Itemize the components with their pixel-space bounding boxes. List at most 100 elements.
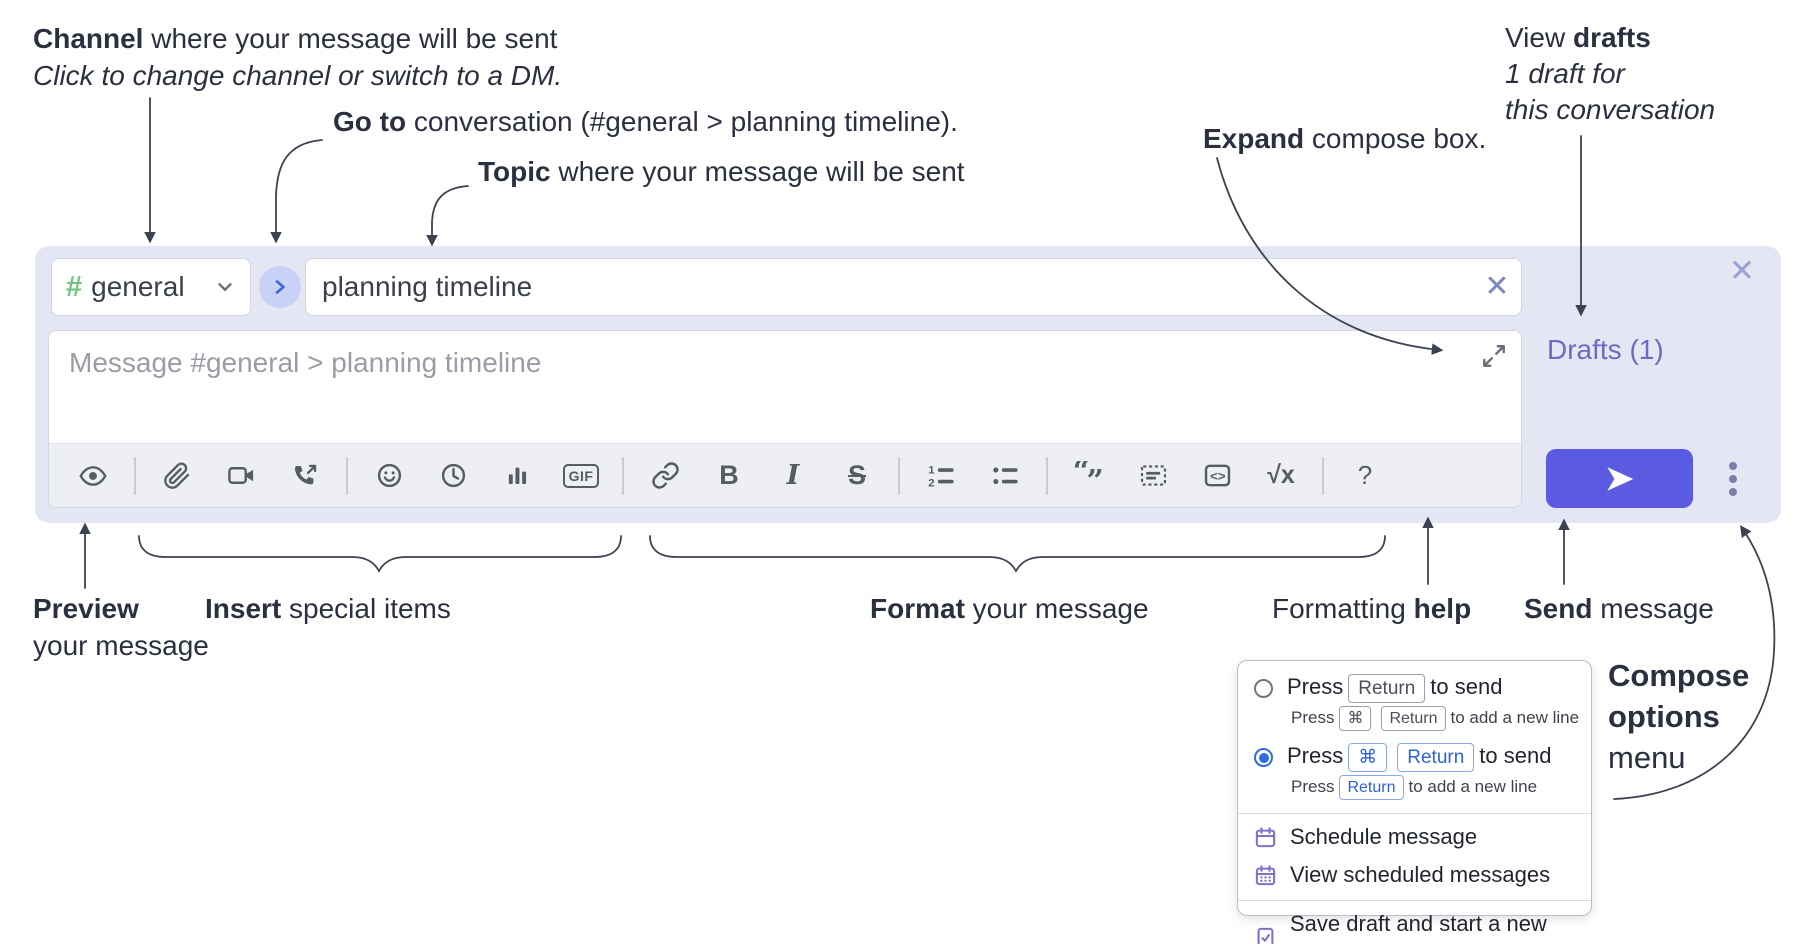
menu-item-schedule-message[interactable]: Schedule message [1238,818,1591,856]
toolbar-preview-button[interactable] [65,452,121,500]
bulleted-list-icon [991,461,1020,490]
go-to-annotation: Go to conversation (#general > planning … [333,106,958,137]
radio-return-to-send[interactable] [1254,679,1273,698]
toolbar-quote-button[interactable]: “” [1061,452,1117,500]
send-paper-plane-icon [1602,463,1638,495]
menu-divider [1238,813,1591,814]
spoiler-icon [1139,461,1168,490]
connector-topic [426,185,469,247]
chevron-right-icon [270,277,290,297]
kbd-cmd: ⌘ [1348,743,1388,772]
quote-icon: “” [1074,461,1104,491]
preview-annotation: Preview your message [33,593,209,661]
go-to-conversation-button[interactable] [259,266,301,308]
svg-text:2: 2 [928,477,934,489]
menu-item-save-draft[interactable]: Save draft and start a new message [1238,905,1591,944]
vertical-dots-icon [1729,461,1737,496]
svg-text:“: “ [1074,461,1090,489]
expand-diagonal-arrows-icon [1481,343,1507,369]
kbd-cmd: ⌘ [1339,706,1372,731]
italic-icon: I [786,460,800,491]
attach-icon [163,461,191,490]
brace-format [649,535,1386,573]
toolbar-gif-button[interactable]: GIF [553,452,609,500]
channel-selector[interactable]: # general [51,258,251,316]
toolbar-bulleted-list-button[interactable] [977,452,1033,500]
toolbar-separator [622,456,624,495]
toolbar-spoiler-button[interactable] [1125,452,1181,500]
calendar-icon [1254,826,1277,849]
toolbar-strikethrough-button[interactable]: S [829,452,885,500]
topic-field: ✕ [305,258,1522,316]
formatting-help-annotation: Formatting help [1272,593,1472,624]
toolbar-math-button[interactable]: √x [1253,452,1309,500]
send-annotation: Send message [1524,593,1714,624]
bold-icon: B [719,460,739,490]
close-compose-button[interactable]: ✕ [1723,252,1761,290]
link-icon [651,461,680,490]
kbd-return: Return [1397,743,1475,772]
audio-call-icon [291,462,319,490]
view-drafts-annotation: View drafts 1 draft for this conversatio… [1505,22,1716,125]
code-icon: <> [1203,461,1232,490]
compose-options-menu-button[interactable] [1711,449,1755,508]
kbd-return: Return [1339,775,1404,800]
message-input[interactable] [49,331,1521,439]
svg-text:1: 1 [928,465,935,477]
toolbar-separator [134,456,136,495]
toolbar-bold-button[interactable]: B [701,452,757,500]
poll-icon [504,462,531,489]
compose-options-annotation: Compose options menu [1608,658,1750,775]
toolbar-poll-button[interactable] [489,452,545,500]
toolbar-separator [1046,456,1048,495]
toolbar-video-call-button[interactable] [213,452,269,500]
toolbar-audio-call-button[interactable] [277,452,333,500]
channel-annotation: Channel where your message will be sent … [33,23,563,91]
compose-box: # general ✕ ✕ Drafts (1) [35,246,1781,523]
toolbar-time-button[interactable] [425,452,481,500]
video-call-icon [227,461,256,490]
time-icon [439,461,468,490]
math-icon: √x [1267,461,1295,489]
toolbar-link-button[interactable] [637,452,693,500]
toolbar-code-button[interactable]: <> [1189,452,1245,500]
topic-annotation: Topic where your message will be sent [478,156,965,187]
chevron-down-icon [214,276,236,298]
toolbar-separator [346,456,348,495]
toolbar-attach-button[interactable] [149,452,205,500]
gif-icon: GIF [562,463,600,488]
radio-cmd-return-to-send[interactable] [1254,748,1273,767]
insert-annotation: Insert special items [205,593,451,624]
kbd-return: Return [1348,674,1426,703]
toolbar-italic-button[interactable]: I [765,452,821,500]
channel-name: general [91,271,185,302]
emoji-icon [375,461,404,490]
menu-item-view-scheduled-messages[interactable]: View scheduled messages [1238,856,1591,894]
message-panel: GIF B IS 12 “” <> √x? [48,330,1522,508]
toolbar-emoji-button[interactable] [361,452,417,500]
toolbar-help-button[interactable]: ? [1337,452,1393,500]
drafts-link[interactable]: Drafts (1) [1547,334,1664,365]
brace-insert [138,535,622,573]
calendar-grid-icon [1254,864,1277,887]
kbd-return: Return [1381,706,1446,731]
preview-icon [79,462,107,490]
svg-text:”: ” [1087,464,1104,491]
save-draft-icon [1254,926,1277,944]
channel-hash-icon: # [66,270,83,303]
svg-text:<>: <> [1210,469,1226,484]
topic-clear-button[interactable]: ✕ [1473,271,1521,303]
toolbar-separator [898,456,900,495]
help-icon: ? [1357,460,1373,490]
topic-input[interactable] [306,271,1473,303]
expand-compose-button[interactable] [1481,343,1507,369]
send-button[interactable] [1546,449,1693,508]
